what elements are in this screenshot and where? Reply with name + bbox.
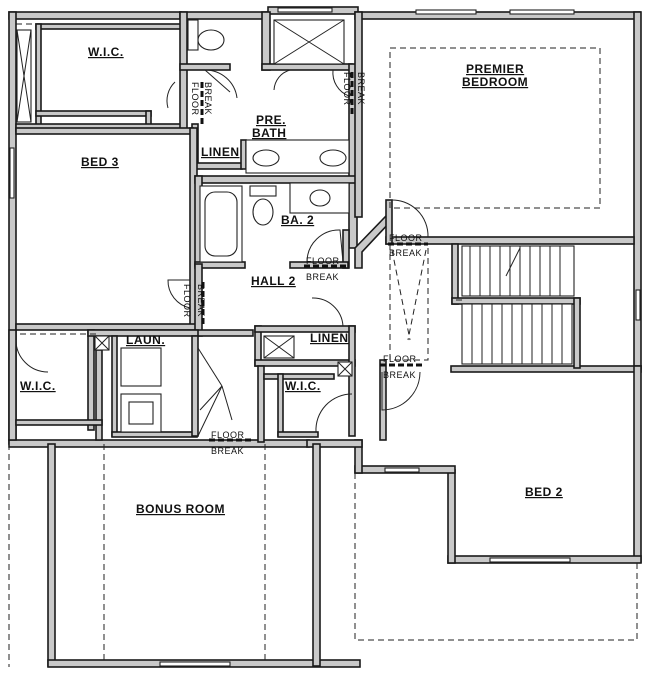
floor-break-label-5a: FLOOR: [389, 233, 423, 243]
floor-break-label-2a: FLOOR: [342, 72, 352, 106]
plumbing-fixtures: [16, 19, 353, 433]
label-wic-left: W.I.C.: [20, 379, 56, 393]
label-pre-bath-2: BATH: [252, 126, 286, 140]
label-bed2: BED 2: [525, 485, 563, 499]
label-linen-mid: LINEN: [310, 331, 349, 345]
room-labels: W.I.C. PREMIER BEDROOM PRE. BATH LINEN B…: [20, 45, 563, 516]
label-bonus-room: BONUS ROOM: [136, 502, 225, 516]
label-hall2: HALL 2: [251, 274, 296, 288]
label-ba2: BA. 2: [281, 213, 314, 227]
floor-break-label-6a: FLOOR: [383, 354, 417, 364]
label-premier-bedroom-1: PREMIER: [466, 62, 524, 76]
floor-break-label-6b: BREAK: [383, 370, 416, 380]
label-premier-bedroom-2: BEDROOM: [462, 75, 528, 89]
interior-walls: [8, 11, 635, 443]
floor-break-label-7a: FLOOR: [211, 430, 245, 440]
label-wic-top: W.I.C.: [88, 45, 124, 59]
label-wic-mid: W.I.C.: [285, 379, 321, 393]
label-laun: LAUN.: [126, 333, 165, 347]
floor-break-label-4b: BREAK: [306, 272, 339, 282]
floor-break-label-7b: BREAK: [211, 446, 244, 456]
floor-break-label-1a: FLOOR: [190, 82, 200, 116]
floor-break-labels: FLOOR BREAK FLOOR BREAK FLOOR BREAK FLOO…: [182, 72, 423, 456]
label-linen-top: LINEN: [201, 145, 240, 159]
windows: [9, 7, 641, 667]
floor-break-label-3a: FLOOR: [182, 284, 192, 318]
floor-break-label-1b: BREAK: [203, 82, 213, 115]
dashed-outlines: [8, 23, 638, 667]
floor-break-label-5b: BREAK: [389, 248, 422, 258]
stairs: [456, 245, 575, 365]
floor-break-label-4a: FLOOR: [306, 256, 340, 266]
floor-break-label-3b: BREAK: [196, 284, 206, 317]
floor-break-markers: [200, 72, 428, 442]
label-bed3: BED 3: [81, 155, 119, 169]
door-swings: [15, 69, 429, 437]
label-pre-bath-1: PRE.: [256, 113, 286, 127]
floor-break-label-2b: BREAK: [356, 72, 366, 105]
